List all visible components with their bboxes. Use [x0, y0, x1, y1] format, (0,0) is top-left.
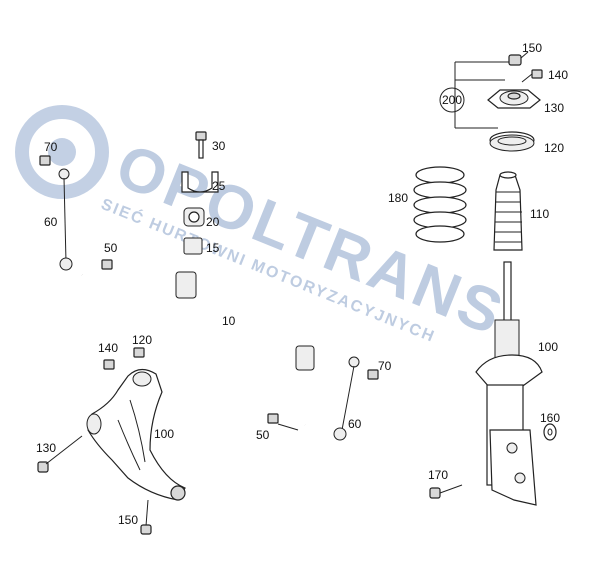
bolt-130-arm: 130 [36, 435, 83, 473]
label-200: 200 [442, 93, 462, 107]
dust-boot-110: 110 [493, 171, 549, 251]
washer-160: 160 [540, 411, 560, 441]
label-60-left: 60 [44, 215, 58, 229]
label-60-right: 60 [348, 417, 362, 431]
label-110: 110 [530, 207, 549, 221]
label-50-right: 50 [256, 428, 270, 442]
label-140-top: 140 [548, 68, 568, 82]
watermark-logo-dot [48, 138, 76, 166]
label-10: 10 [222, 314, 236, 328]
top-mount-130 [487, 89, 541, 109]
bushing-15: 15 [183, 237, 220, 255]
nut-140-arm: 140 [98, 341, 118, 370]
bolt-150-arm: 150 [118, 499, 152, 535]
label-30: 30 [212, 139, 226, 153]
label-170: 170 [428, 468, 448, 482]
label-150-top: 150 [522, 41, 542, 55]
nut-70-right: 70 [367, 359, 392, 380]
clamp-25: 25 [181, 171, 226, 193]
ball-joint [170, 485, 186, 501]
strut-rod [503, 261, 512, 323]
nut-50-right: 50 [256, 413, 299, 442]
nut-120-arm: 120 [132, 333, 152, 358]
circle-200 [439, 87, 465, 113]
bushing-20: 20 [183, 207, 220, 229]
link-rod-60-left: 60 [44, 168, 73, 271]
link-rod-60-right: 60 [333, 356, 362, 441]
top-mount-group: 200 150 140 130 120 [439, 41, 568, 155]
bolt-140 [521, 69, 543, 83]
stabilizer-bar-10: 10 [80, 265, 315, 426]
bar-bushing-right [295, 345, 315, 371]
nut-70-left: 70 [39, 140, 58, 166]
label-180: 180 [388, 191, 408, 205]
label-100-arm: 100 [154, 427, 174, 441]
watermark-logo-ring [15, 105, 109, 199]
label-120-top: 120 [544, 141, 564, 155]
label-120-arm: 120 [132, 333, 152, 347]
spring-seat [475, 354, 543, 389]
bearing-120 [489, 131, 535, 152]
label-160: 160 [540, 411, 560, 425]
label-130-top: 130 [544, 101, 564, 115]
label-70-left: 70 [44, 140, 58, 154]
nut-50-left: 50 [101, 241, 118, 270]
shock-strut-100: 100 [475, 261, 558, 506]
label-25: 25 [212, 179, 226, 193]
arm-rear-bushing [86, 413, 102, 435]
bar-bushing-left [175, 271, 197, 299]
label-150-arm: 150 [118, 513, 138, 527]
strut-knuckle-bracket [489, 429, 537, 506]
label-70-right: 70 [378, 359, 392, 373]
label-130-arm: 130 [36, 441, 56, 455]
bolt-30: 30 [195, 131, 226, 159]
nut-150 [508, 51, 529, 66]
coil-spring-180: 180 [388, 166, 467, 243]
label-140-arm: 140 [98, 341, 118, 355]
label-15: 15 [206, 241, 220, 255]
bracket-200 [454, 61, 512, 129]
control-arm-100: 100 [86, 368, 186, 501]
label-100-strut: 100 [538, 340, 558, 354]
bolt-170: 170 [428, 468, 463, 499]
arm-front-bushing [132, 371, 152, 387]
label-20: 20 [206, 215, 220, 229]
label-50-left: 50 [104, 241, 118, 255]
